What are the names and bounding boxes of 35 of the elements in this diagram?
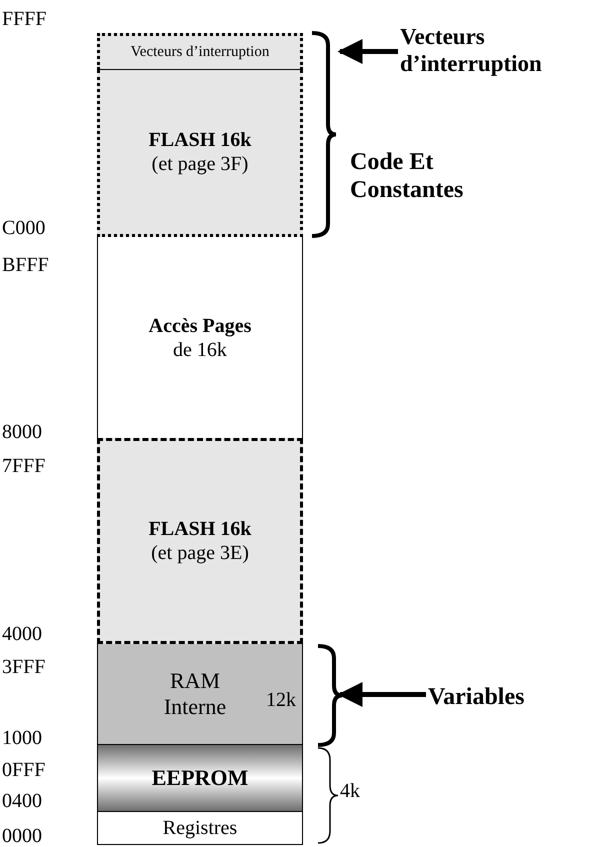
memory-region <box>97 438 303 644</box>
memory-region <box>97 70 303 237</box>
region-label: RAM Interne <box>162 668 228 720</box>
address-label: 8000 <box>2 421 42 443</box>
region-label: de 16k <box>172 338 228 362</box>
address-label: 0FFF <box>2 759 46 781</box>
region-label: Vecteurs d’interruption <box>130 43 270 62</box>
address-label: 0000 <box>2 825 42 847</box>
address-label: 3FFF <box>2 656 46 678</box>
region-label: FLASH 16k <box>148 517 252 541</box>
region-label: Accès Pages <box>148 314 252 338</box>
memory-region <box>97 745 303 812</box>
arrow <box>338 39 398 64</box>
arrow <box>338 682 426 707</box>
address-label: FFFF <box>2 8 46 30</box>
address-label: BFFF <box>2 254 49 276</box>
region-label: (et page 3E) <box>150 541 250 565</box>
region-label: (et page 3F) <box>150 152 250 176</box>
address-label: 0400 <box>2 790 42 812</box>
address-label: 7FFF <box>2 455 46 477</box>
address-label: C000 <box>2 217 46 239</box>
memory-region <box>97 33 303 70</box>
size-label: 12k <box>266 688 296 712</box>
size-label: 4k <box>340 779 360 803</box>
address-label: 1000 <box>2 727 42 749</box>
memory-region <box>97 644 303 745</box>
region-label: FLASH 16k <box>148 128 252 152</box>
memory-region <box>97 237 303 438</box>
memory-region <box>97 812 303 845</box>
address-label: 4000 <box>2 623 42 645</box>
region-label: Variables <box>428 683 524 711</box>
brace-label: Code Et Constantes <box>350 148 464 204</box>
region-label: Vecteurs d’interruption <box>400 23 543 77</box>
region-label: EEPROM <box>150 765 250 791</box>
region-label: Registres <box>162 816 238 840</box>
